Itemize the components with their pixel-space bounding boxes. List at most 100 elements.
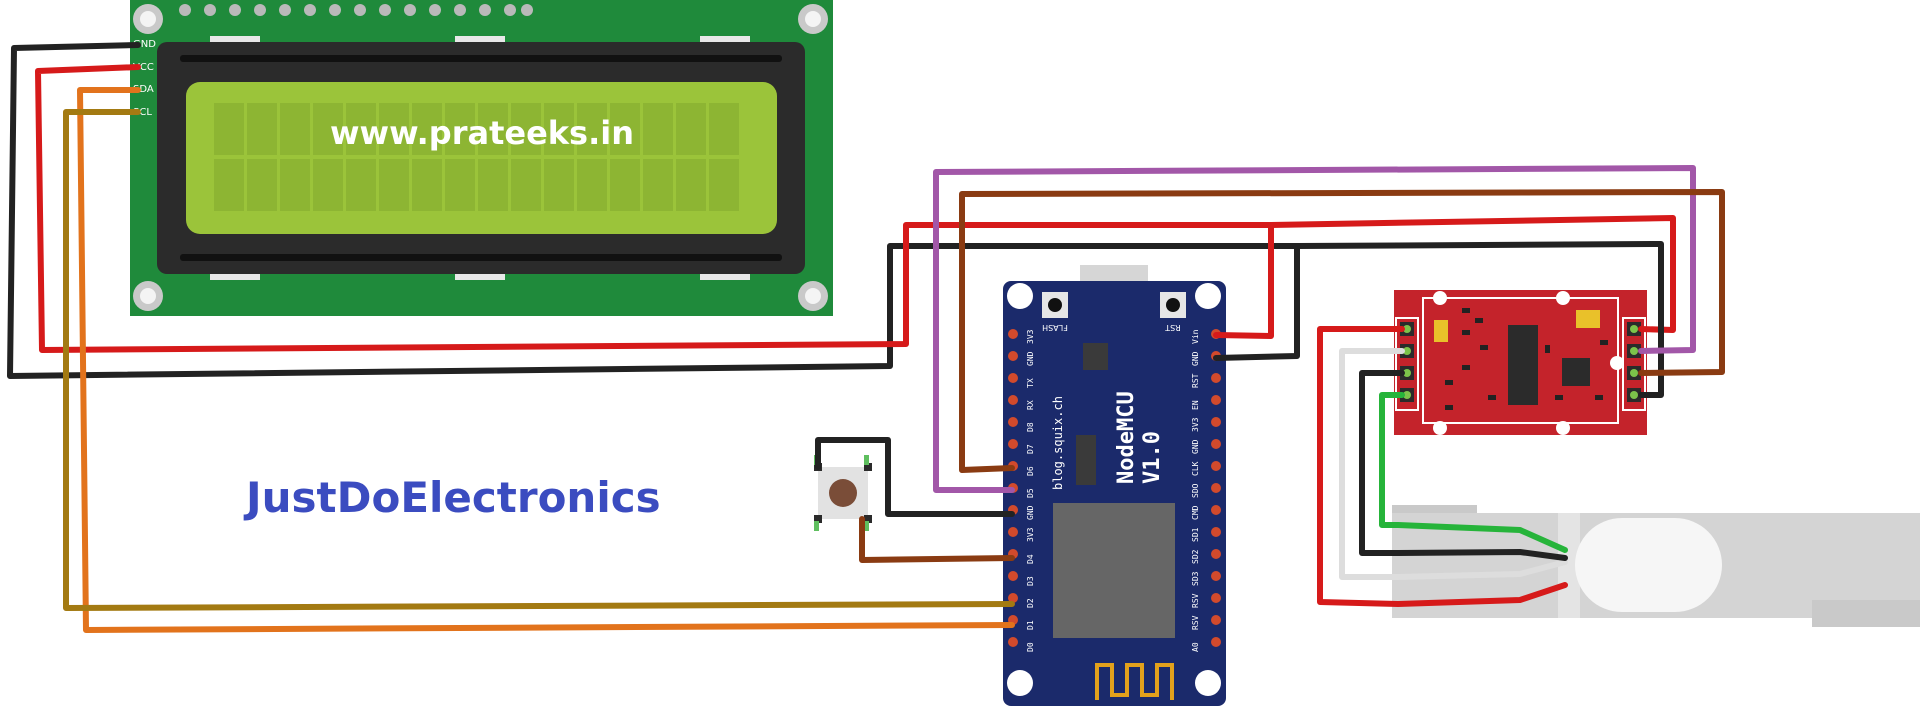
lcd-char-cell [445, 103, 475, 155]
lcd-char-cell [577, 103, 607, 155]
nodemcu-right-pin-label: SD2 [1191, 549, 1200, 564]
lcd-pin-gnd: GND [133, 39, 156, 50]
nodemcu-left-pin-label: D1 [1026, 620, 1035, 630]
lcd-char-cell [544, 103, 574, 155]
lcd-char-grid [214, 103, 739, 211]
nodemcu-left-pin-label: 3V3 [1026, 527, 1035, 542]
nodemcu-right-pin-7[interactable] [1211, 483, 1221, 493]
brand-text: JustDoElectronics [243, 473, 661, 522]
wire-loadcell-green [1379, 392, 1568, 553]
nodemcu-left-pin-label: GND [1026, 505, 1035, 520]
nodemcu-left-pin-4[interactable] [1008, 417, 1018, 427]
nodemcu-right-pin-11[interactable] [1211, 571, 1221, 581]
lcd-char-cell [379, 103, 409, 155]
lcd-char-cell [313, 159, 343, 211]
nodemcu-left-pin-0[interactable] [1008, 329, 1018, 339]
lcd-char-cell [247, 159, 277, 211]
nodemcu-right-pin-label: SD3 [1191, 571, 1200, 586]
nodemcu-left-pin-label: RX [1026, 400, 1035, 410]
hx711-right-pins [1622, 317, 1646, 411]
nodemcu-left-pin-1[interactable] [1008, 351, 1018, 361]
nodemcu-board: FLASH RST NodeMCU V1.0 blog.squix.ch 3V3… [1003, 265, 1226, 706]
hx711-left-pins [1395, 317, 1419, 411]
lcd-char-cell [643, 159, 673, 211]
nodemcu-right-pin-5[interactable] [1211, 439, 1221, 449]
nodemcu-left-pin-label: 3V3 [1026, 329, 1035, 344]
lcd-char-cell [643, 103, 673, 155]
lcd-char-cell [610, 103, 640, 155]
nodemcu-left-pin-label: D2 [1026, 598, 1035, 608]
push-button[interactable] [814, 455, 872, 531]
wire-lcd-gnd [7, 42, 1300, 379]
lcd-char-cell [214, 159, 244, 211]
nodemcu-subtitle: blog.squix.ch [1051, 396, 1065, 490]
lcd-char-cell [610, 159, 640, 211]
lcd-char-cell [412, 159, 442, 211]
hx711-chip [1508, 325, 1538, 405]
nodemcu-left-pin-label: D3 [1026, 576, 1035, 586]
lcd-display-text: www.prateeks.in [330, 114, 634, 152]
esp-module [1053, 503, 1175, 638]
lcd-char-cell [412, 103, 442, 155]
wire-hx711-sck [959, 189, 1725, 473]
wire-loadcell-black [1359, 370, 1568, 561]
load-cell [1392, 505, 1920, 627]
nodemcu-left-pin-label: D8 [1026, 422, 1035, 432]
nodemcu-right-pin-label: EN [1191, 400, 1200, 410]
nodemcu-right-pin-label: SD1 [1191, 527, 1200, 542]
wire-hx711-dt [933, 165, 1696, 493]
nodemcu-right-pin-label: SDO [1191, 483, 1200, 498]
nodemcu-left-pin-3[interactable] [1008, 395, 1018, 405]
lcd-char-cell [214, 103, 244, 155]
nodemcu-right-pin-6[interactable] [1211, 461, 1221, 471]
nodemcu-right-pin-9[interactable] [1211, 527, 1221, 537]
nodemcu-left-pin-12[interactable] [1008, 593, 1018, 603]
nodemcu-right-pin-10[interactable] [1211, 549, 1221, 559]
nodemcu-right-pin-4[interactable] [1211, 417, 1221, 427]
lcd-module: www.prateeks.in GND VCC SDA SCL [130, 0, 833, 316]
nodemcu-right-pin-label: GND [1191, 351, 1200, 366]
nodemcu-right-pin-label: Vin [1191, 329, 1200, 344]
lcd-char-cell [247, 103, 277, 155]
small-chip [1076, 435, 1096, 485]
lcd-char-cell [577, 159, 607, 211]
nodemcu-right-pin-8[interactable] [1211, 505, 1221, 515]
lcd-char-cell [445, 159, 475, 211]
wire-loadcell-red [1317, 326, 1568, 607]
nodemcu-left-pin-label: D6 [1026, 466, 1035, 476]
nodemcu-right-pin-13[interactable] [1211, 615, 1221, 625]
nodemcu-right-header: VinGNDRSTEN3V3GNDCLKSDOCMDSD1SD2SD3RSVRS… [1191, 329, 1221, 652]
lcd-char-cell [709, 103, 739, 155]
cp2102-chip [1083, 343, 1108, 370]
nodemcu-right-pin-3[interactable] [1211, 395, 1221, 405]
nodemcu-title: NodeMCU [1114, 391, 1139, 484]
nodemcu-left-pin-2[interactable] [1008, 373, 1018, 383]
nodemcu-right-pin-label: CLK [1191, 461, 1200, 476]
nodemcu-right-pin-label: 3V3 [1191, 417, 1200, 432]
nodemcu-left-pin-label: D0 [1026, 642, 1035, 652]
nodemcu-left-pin-11[interactable] [1008, 571, 1018, 581]
nodemcu-left-pin-14[interactable] [1008, 637, 1018, 647]
nodemcu-left-pin-5[interactable] [1008, 439, 1018, 449]
lcd-char-cell [346, 103, 376, 155]
nodemcu-left-pin-label: TX [1026, 378, 1035, 388]
nodemcu-right-pin-label: RST [1191, 373, 1200, 388]
wire-lcd-vcc [35, 64, 1274, 353]
nodemcu-left-pin-label: D5 [1026, 488, 1035, 498]
wire-lcd-sda [77, 87, 1015, 633]
wire-hx711-vcc [1268, 215, 1676, 333]
nodemcu-version: V1.0 [1140, 431, 1165, 484]
wire-button-d4 [859, 516, 1015, 563]
nodemcu-right-pin-2[interactable] [1211, 373, 1221, 383]
nodemcu-right-pin-14[interactable] [1211, 637, 1221, 647]
flash-label: FLASH [1042, 323, 1068, 332]
wire-hx711-gnd [1294, 241, 1664, 398]
nodemcu-left-pin-9[interactable] [1008, 527, 1018, 537]
nodemcu-right-pin-12[interactable] [1211, 593, 1221, 603]
pcb-antenna [1095, 663, 1174, 700]
nodemcu-left-pin-label: D4 [1026, 554, 1035, 564]
lcd-char-cell [280, 103, 310, 155]
nodemcu-left-pin-label: D7 [1026, 444, 1035, 454]
lcd-char-cell [313, 103, 343, 155]
